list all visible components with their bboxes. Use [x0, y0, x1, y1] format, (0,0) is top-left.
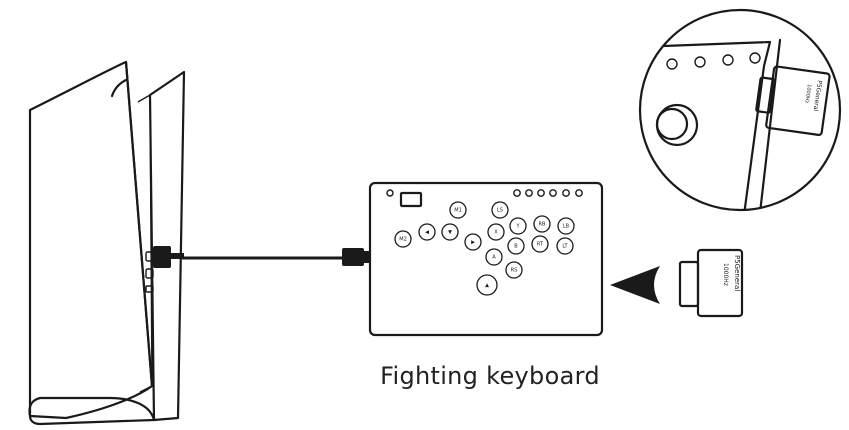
- button-right[interactable]: ▶: [464, 233, 482, 251]
- button-y[interactable]: Y: [509, 217, 527, 235]
- button-left-label: ◀: [425, 230, 429, 236]
- insert-arrow-icon: [610, 266, 660, 304]
- button-m2-label: M2: [399, 237, 407, 243]
- zoom-detail: P5General 1000Hz: [638, 8, 842, 212]
- button-x[interactable]: X: [487, 223, 505, 241]
- button-lt[interactable]: LT: [556, 237, 574, 255]
- button-a[interactable]: A: [485, 248, 503, 266]
- button-y-label: Y: [515, 224, 520, 230]
- dongle-brand-label: P5General: [733, 255, 741, 291]
- button-x-label: X: [494, 230, 498, 236]
- button-lb-label: LB: [563, 224, 570, 230]
- zoom-dongle-brand-label: P5General: [812, 80, 823, 112]
- button-rs[interactable]: RS: [505, 261, 523, 279]
- button-down-label: ▼: [448, 230, 452, 236]
- button-rb[interactable]: RB: [533, 215, 551, 233]
- button-down[interactable]: ▼: [441, 223, 459, 241]
- wireless-dongle: P5General 1000Hz: [678, 248, 744, 318]
- game-console: [28, 60, 186, 426]
- button-b-label: B: [514, 244, 518, 250]
- button-a-label: A: [492, 255, 496, 261]
- button-rb-label: RB: [539, 222, 546, 228]
- button-left[interactable]: ◀: [418, 223, 436, 241]
- button-ls-label: LS: [497, 208, 503, 214]
- zoom-dongle-rate-label: 1000Hz: [803, 84, 812, 104]
- button-b[interactable]: B: [507, 237, 525, 255]
- usb-cable: [171, 248, 371, 266]
- diagram-caption: Fighting keyboard: [380, 362, 600, 390]
- button-right-label: ▶: [471, 240, 475, 246]
- button-lb[interactable]: LB: [557, 217, 575, 235]
- button-up-label: ▲: [485, 283, 489, 289]
- button-up[interactable]: ▲: [476, 274, 498, 296]
- button-m1[interactable]: M1: [449, 201, 467, 219]
- dongle-rate-label: 1000Hz: [722, 263, 729, 286]
- button-rt-label: RT: [537, 242, 544, 248]
- button-rs-label: RS: [511, 268, 518, 274]
- button-m2[interactable]: M2: [394, 230, 412, 248]
- button-lt-label: LT: [562, 244, 568, 250]
- button-rt[interactable]: RT: [531, 235, 549, 253]
- button-m1-label: M1: [454, 208, 462, 214]
- fighting-keyboard: M1 M2 ◀ ▼ ▶ ▲ LS X Y RB LB A B RT LT RS: [368, 181, 604, 337]
- button-ls[interactable]: LS: [491, 201, 509, 219]
